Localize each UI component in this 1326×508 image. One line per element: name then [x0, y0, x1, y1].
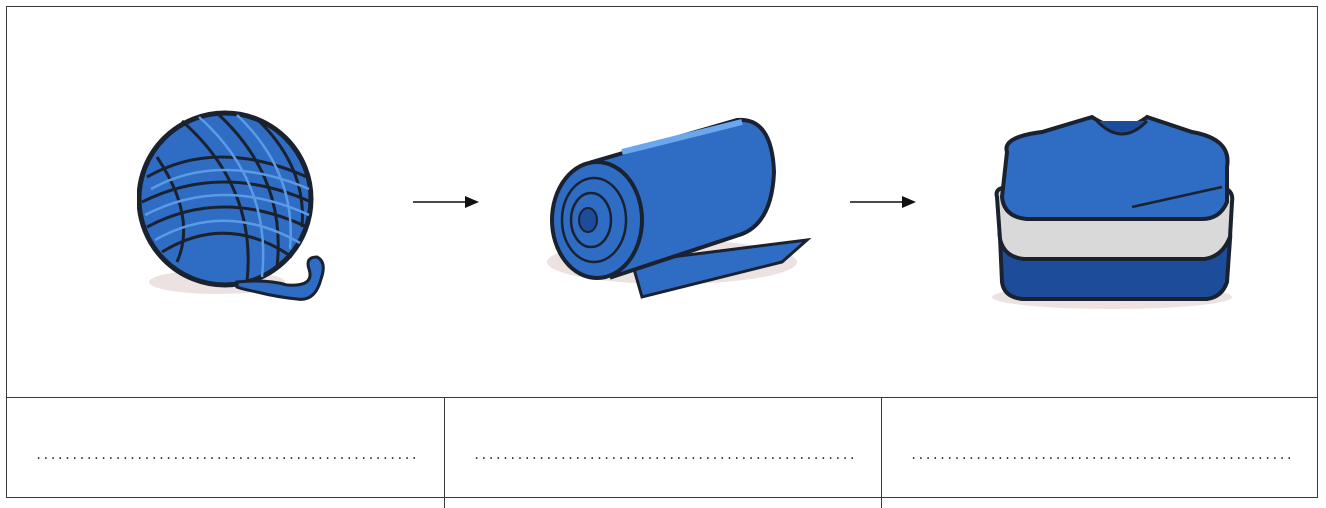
arrow-right-icon: [848, 194, 918, 210]
folded-clothes-icon: [982, 107, 1247, 317]
arrow-right-icon: [411, 194, 481, 210]
yarn-ball-icon: [137, 107, 332, 307]
image-row: [7, 7, 1317, 398]
answer-cell-2[interactable]: ........................................…: [444, 398, 881, 508]
fabric-roll-icon: [542, 112, 812, 307]
answer-cell-3[interactable]: ........................................…: [881, 398, 1319, 508]
answer-line-1[interactable]: ........................................…: [35, 448, 418, 462]
answer-line-3[interactable]: ........................................…: [910, 448, 1293, 462]
answer-line-2[interactable]: ........................................…: [473, 448, 855, 462]
answer-cell-1[interactable]: ........................................…: [7, 398, 444, 508]
worksheet-frame: ........................................…: [6, 6, 1318, 498]
